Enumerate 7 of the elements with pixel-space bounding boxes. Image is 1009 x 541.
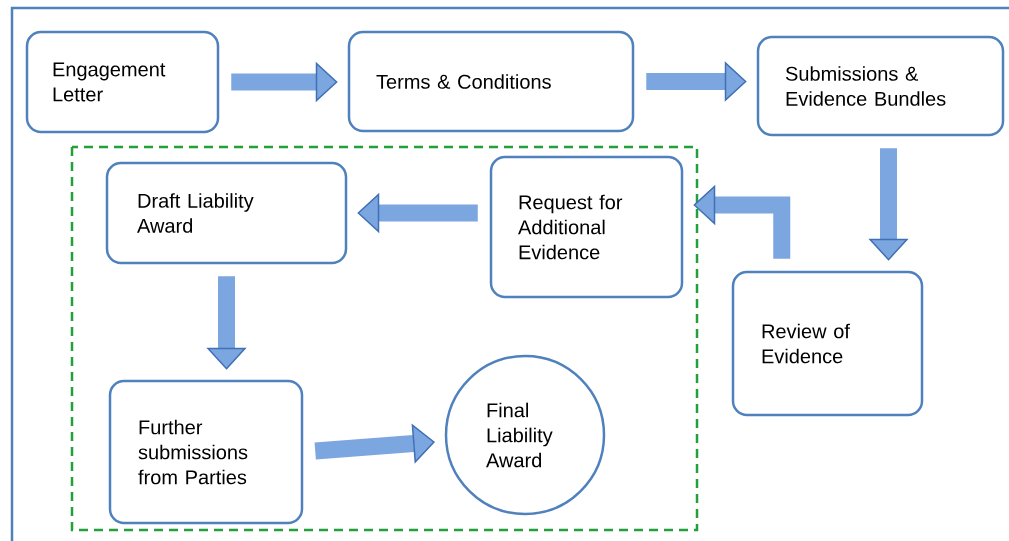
process-box: Request for Additional Evidence <box>489 155 684 299</box>
process-box: Submissions & Evidence Bundles <box>756 35 1005 137</box>
process-box: Further submissions from Parties <box>108 379 304 525</box>
process-box: Engagement Letter <box>25 30 220 134</box>
process-box: Draft Liability Award <box>105 161 348 265</box>
process-box: Terms & Conditions <box>347 30 635 133</box>
process-box: Review of Evidence <box>731 270 924 417</box>
